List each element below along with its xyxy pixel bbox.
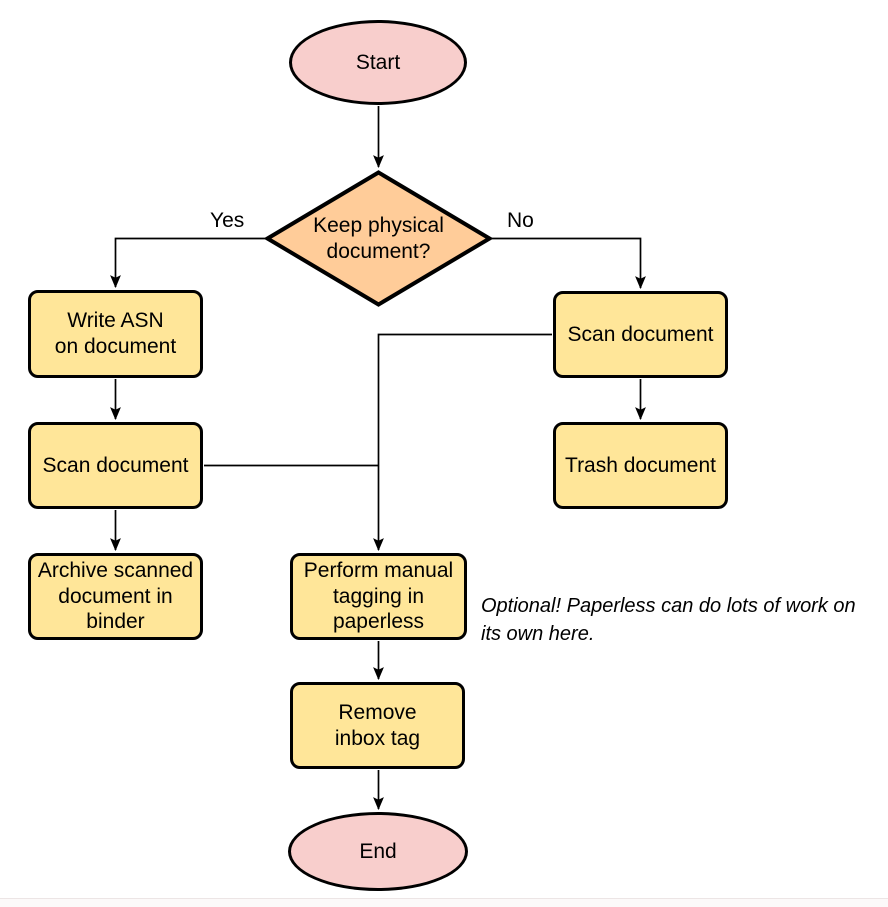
edge-decision-yes-to-write-asn [110, 237, 267, 289]
node-scan-document-left: Scan document [28, 422, 203, 509]
node-trash-document: Trash document [553, 422, 728, 509]
node-archive-scanned-document: Archive scanned document in binder [28, 553, 203, 640]
edge-label-no: No [507, 209, 534, 232]
node-scan-right-label: Scan document [567, 322, 714, 346]
diamond-shape [265, 170, 492, 307]
annotation-optional-note: Optional! Paperless can do lots of work … [481, 595, 856, 645]
node-end: End [288, 812, 468, 891]
node-archive-label: Archive scanned document in binder [37, 559, 194, 634]
node-write-asn-label: Write ASN on document [54, 309, 177, 358]
node-remove-inbox-label: Remove inbox tag [334, 700, 421, 750]
node-trash-label: Trash document [565, 453, 716, 477]
edge-decision-no-to-scan-right [490, 237, 646, 290]
node-scan-document-right: Scan document [553, 291, 728, 378]
edge-label-yes: Yes [210, 209, 245, 232]
node-scan-left-label: Scan document [42, 453, 189, 477]
node-perform-manual-tagging: Perform manual tagging in paperless [290, 553, 467, 640]
node-tagging-label: Perform manual tagging in paperless [303, 559, 454, 634]
node-decision-label: Keep physical document? [313, 213, 444, 263]
node-end-label: End [359, 839, 397, 863]
page-bottom-edge [0, 898, 888, 907]
node-start: Start [289, 20, 467, 105]
node-decision-keep-physical-document: Keep physical document? [265, 170, 492, 307]
node-start-label: Start [355, 50, 401, 74]
edge-scan-right-to-tagging [373, 333, 552, 552]
node-write-asn-on-document: Write ASN on document [28, 290, 203, 378]
node-remove-inbox-tag: Remove inbox tag [290, 682, 465, 769]
